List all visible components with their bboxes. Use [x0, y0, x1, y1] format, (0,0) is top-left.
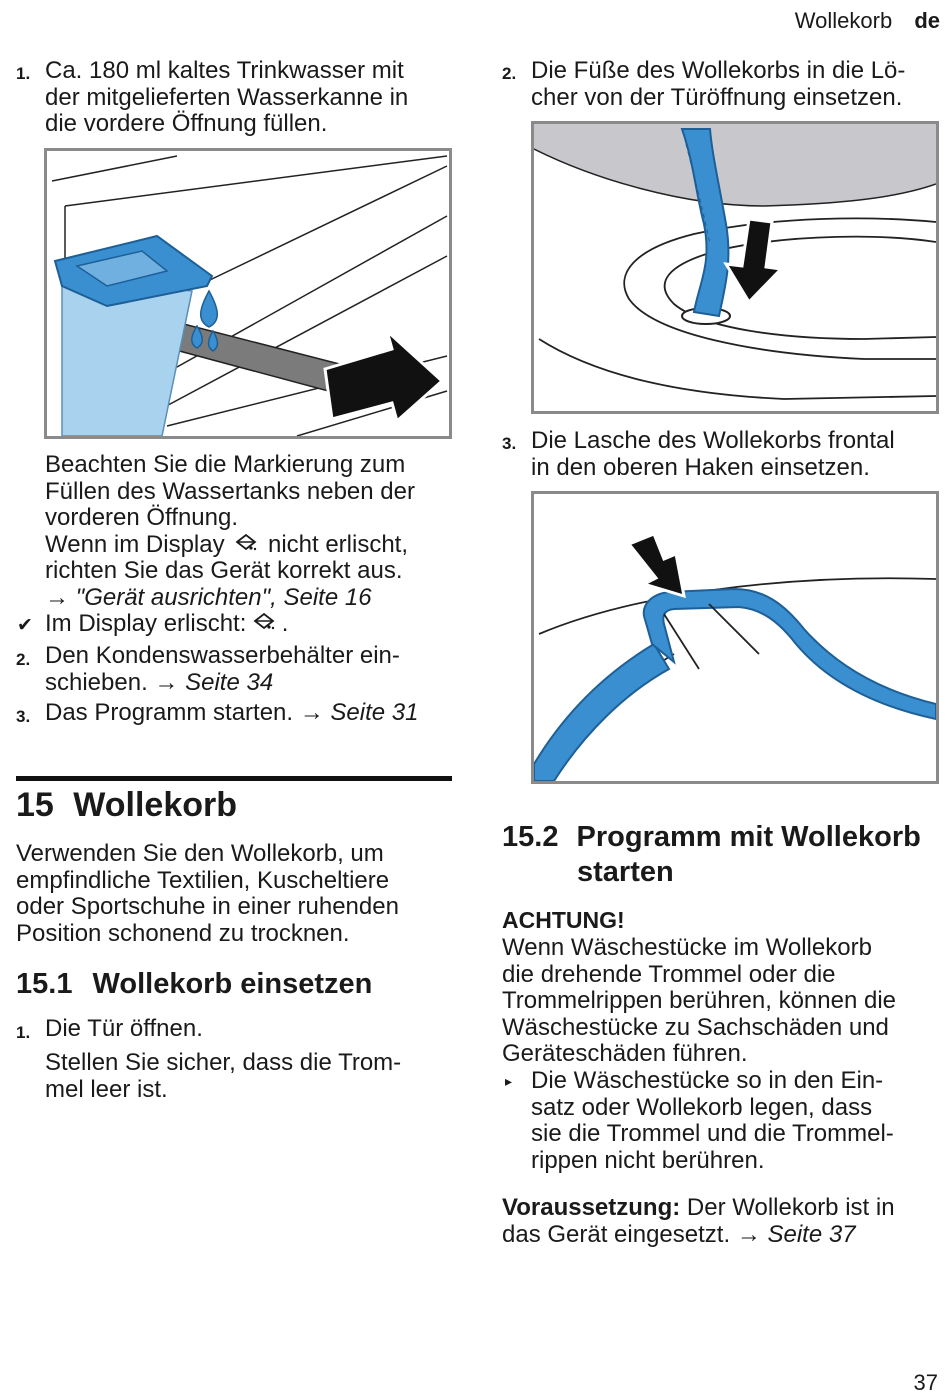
- warning-title: ACHTUNG!: [502, 907, 625, 933]
- heading-line: 15.2 Programm mit Wollekorb: [502, 820, 921, 855]
- arrow-right-icon: →: [45, 583, 69, 611]
- arrow-right-icon: →: [736, 1220, 761, 1248]
- text-line: Beachten Sie die Markierung zum: [45, 451, 406, 478]
- step-text: Den Kondenswasserbehälter ein- schieben.…: [45, 642, 400, 697]
- text-line: empfindliche Textilien, Kuscheltiere: [16, 866, 390, 894]
- step-number: 3.: [16, 707, 31, 726]
- text-line: Die Wäschestücke so in den Ein-: [531, 1067, 884, 1094]
- text-line: Wenn im Display nicht erlischt,: [45, 530, 415, 559]
- section-title-continued: starten: [577, 856, 674, 888]
- section-number: 15.2: [502, 821, 559, 853]
- text-line: Stellen Sie sicher, dass die Trom-: [45, 1049, 402, 1076]
- step-text: Das Programm starten. → Seite 31: [45, 699, 419, 727]
- running-header: Wollekorb de: [795, 8, 940, 34]
- chapter-intro: Verwenden Sie den Wollekorb, um empfindl…: [16, 840, 399, 947]
- text-line: Verwenden Sie den Wollekorb, um: [16, 840, 384, 867]
- chapter-number: 15: [16, 786, 54, 824]
- text-line: Voraussetzung: Der Wollekorb ist in: [502, 1194, 895, 1222]
- step-number: 2.: [16, 650, 31, 669]
- text-line: rippen nicht berühren.: [531, 1146, 765, 1174]
- text-line: Wenn Wäschestücke im Wollekorb: [502, 934, 872, 961]
- section-number: 15.1: [16, 968, 73, 1000]
- text-line: in den oberen Haken einsetzen.: [531, 453, 870, 481]
- text-line: schieben. → Seite 34: [45, 668, 400, 697]
- check-icon: ✔: [17, 615, 33, 636]
- reference-link[interactable]: Seite 31: [330, 699, 419, 726]
- text-line: satz oder Wollekorb legen, dass: [531, 1093, 873, 1121]
- text-span: schieben.: [45, 668, 148, 696]
- text-line: die vordere Öffnung füllen.: [45, 110, 328, 137]
- text-line: richten Sie das Gerät korrekt aus.: [45, 557, 403, 585]
- display-text: Wenn im Display: [45, 530, 225, 558]
- text-line: das Gerät eingesetzt. → Seite 37: [502, 1220, 895, 1249]
- chapter-title: Wollekorb: [73, 786, 238, 824]
- header-section: Wollekorb: [794, 8, 893, 33]
- step-number: 1.: [16, 64, 31, 83]
- section-title: Wollekorb einsetzen: [92, 968, 373, 1000]
- arrow-right-icon: →: [154, 668, 179, 696]
- display-tilt-icon: [235, 532, 257, 559]
- reference-link[interactable]: Seite 34: [185, 668, 274, 696]
- result-text: Im Display erlischt: .: [45, 610, 289, 638]
- step-number: 1.: [16, 1023, 31, 1042]
- figure-basket-hook: [531, 491, 939, 784]
- text-line: Wäschestücke zu Sachschäden und: [502, 1013, 889, 1041]
- step-subtext: Stellen Sie sicher, dass die Trom- mel l…: [45, 1049, 402, 1103]
- section-title: Programm mit Wollekorb: [576, 821, 921, 853]
- prerequisite: Voraussetzung: Der Wollekorb ist in das …: [502, 1194, 895, 1249]
- figure-water-jug: [44, 148, 452, 439]
- text-line: Ca. 180 ml kaltes Trinkwasser mit: [45, 57, 404, 84]
- text-line: Füllen des Wassertanks neben der: [45, 477, 415, 505]
- step-text: Die Tür öffnen.: [45, 1015, 203, 1042]
- section-heading-15-1: 15.1 Wollekorb einsetzen: [16, 968, 372, 1001]
- text-line: Position schonend zu trocknen.: [16, 919, 350, 947]
- step-number: 3.: [502, 434, 517, 453]
- text-line: Trommelrippen berühren, können die: [502, 987, 896, 1014]
- text-line: sie die Trommel und die Trommel-: [531, 1120, 894, 1147]
- text-span: Das Programm starten.: [45, 699, 294, 726]
- warning-text: Wenn Wäschestücke im Wollekorb die drehe…: [502, 934, 896, 1068]
- step-text: Ca. 180 ml kaltes Trinkwasser mit der mi…: [45, 57, 409, 138]
- header-lang: de: [914, 8, 940, 33]
- text-line: Den Kondenswasserbehälter ein-: [45, 642, 400, 669]
- figure-basket-feet: [531, 121, 939, 414]
- text-line: mel leer ist.: [45, 1075, 168, 1103]
- section-heading-15-2: 15.2 Programm mit Wollekorb starten: [502, 820, 921, 890]
- result-label: Im Display erlischt:: [45, 610, 247, 637]
- step-text: Die Füße des Wollekorbs in die Lö- cher …: [531, 57, 906, 111]
- reference-link[interactable]: "Gerät ausrichten", Seite 16: [75, 583, 372, 611]
- arrow-right-icon: →: [299, 699, 324, 726]
- text-line: Die Füße des Wollekorbs in die Lö-: [531, 57, 906, 84]
- text-line: die drehende Trommel oder die: [502, 960, 836, 988]
- note-text: Beachten Sie die Markierung zum Füllen d…: [45, 451, 415, 612]
- reference-link[interactable]: Seite 37: [767, 1220, 856, 1248]
- warning-action: Die Wäschestücke so in den Ein- satz ode…: [531, 1067, 894, 1174]
- page-number: 37: [913, 1370, 938, 1392]
- text-line: Die Lasche des Wollekorbs frontal: [531, 427, 895, 454]
- text-span: Der Wollekorb ist in: [686, 1194, 895, 1221]
- bullet-triangle-icon: ▸: [505, 1073, 513, 1089]
- chapter-heading: 15 Wollekorb: [16, 786, 237, 825]
- step-number: 2.: [502, 64, 517, 83]
- display-tilt-icon: [253, 611, 275, 638]
- chapter-rule: [16, 776, 452, 781]
- display-text: nicht erlischt,: [267, 530, 409, 558]
- cross-reference[interactable]: → "Gerät ausrichten", Seite 16: [45, 583, 415, 612]
- text-line: oder Sportschuhe in einer ruhenden: [16, 893, 399, 920]
- text-line: vorderen Öffnung.: [45, 504, 239, 531]
- text-line: der mitgelieferten Wasserkanne in: [45, 83, 409, 111]
- text-line: Geräteschäden führen.: [502, 1040, 748, 1067]
- prerequisite-label: Voraussetzung:: [502, 1194, 681, 1221]
- text-span: das Gerät eingesetzt.: [502, 1220, 731, 1248]
- punctuation: .: [281, 610, 289, 637]
- step-text: Die Lasche des Wollekorbs frontal in den…: [531, 427, 895, 481]
- text-line: cher von der Türöffnung einsetzen.: [531, 83, 903, 111]
